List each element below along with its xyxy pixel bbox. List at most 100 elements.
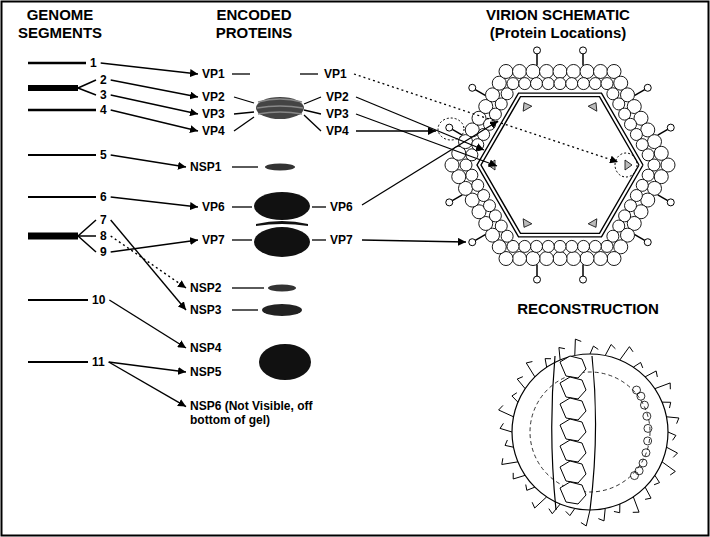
- segment-arrow: [111, 155, 186, 167]
- vp7-bead: [553, 64, 567, 78]
- surface-spike: [655, 383, 670, 389]
- surface-bump: [644, 424, 652, 432]
- surface-spike: [532, 497, 547, 508]
- surface-spike: [605, 345, 615, 356]
- node-text: 2: [100, 73, 107, 87]
- node-text: VP3: [202, 107, 225, 121]
- cutaway-cell: [560, 419, 586, 441]
- vp6-bead: [531, 78, 543, 90]
- segment-number: 1: [88, 55, 99, 71]
- node-text: 9: [100, 245, 107, 259]
- gel-bands: [254, 97, 311, 380]
- protein-name: VP4: [200, 123, 227, 139]
- vp6-bead: [601, 240, 613, 252]
- node-text: 10: [92, 293, 105, 307]
- protein-name: NSP3: [188, 302, 223, 318]
- node-text: NSP4: [190, 341, 221, 355]
- node-text: VP4: [202, 124, 225, 138]
- vp4-spike: [534, 47, 541, 66]
- vp7-bead: [654, 146, 668, 160]
- protein-name: VP6: [200, 199, 227, 215]
- surface-bump: [640, 401, 648, 409]
- vp6-bead: [589, 240, 601, 252]
- vp7-bead: [526, 64, 540, 78]
- surface-spike: [645, 487, 651, 499]
- panel-title: RECONSTRUCTION: [488, 300, 688, 318]
- protein-name: VP3: [200, 106, 227, 122]
- gel-band-label: VP3: [324, 106, 351, 122]
- cutaway-cell: [560, 398, 586, 420]
- surface-spike: [581, 510, 590, 526]
- gel-band-label: VP6: [328, 199, 355, 215]
- node-text: 7: [100, 213, 107, 227]
- vp4-spike: [658, 195, 674, 206]
- vp4-spike: [635, 84, 651, 95]
- vp7-bead: [540, 252, 554, 266]
- segment-arrow: [111, 110, 198, 131]
- vp6-bead: [507, 78, 519, 90]
- node-text: 11: [92, 355, 105, 369]
- vp7-bead: [526, 252, 540, 266]
- cutaway-edge: [552, 356, 596, 510]
- vp6-bead: [554, 240, 566, 252]
- protein-name: VP2: [200, 89, 227, 105]
- protein-name: NSP5: [188, 364, 223, 380]
- vp4-spike: [446, 195, 462, 206]
- node-text: VP2: [326, 90, 349, 104]
- surface-spike: [566, 509, 575, 516]
- surface-spike: [668, 432, 676, 440]
- node-text: 1: [90, 56, 97, 70]
- surface-spike: [620, 347, 633, 360]
- surface-spike: [662, 462, 675, 475]
- vp1-vp3-complex: [588, 103, 597, 112]
- surface-spike: [549, 504, 560, 514]
- segment-arrow: [101, 63, 198, 74]
- segment-number: 9: [98, 244, 109, 260]
- vp7-bead: [567, 252, 581, 266]
- vp2-core-shell: [481, 97, 639, 234]
- vp7-bead: [553, 252, 567, 266]
- surface-bump: [644, 437, 652, 445]
- surface-bump: [643, 412, 651, 420]
- segment-number: 2: [98, 72, 109, 88]
- surface-bump: [639, 459, 647, 467]
- virion-schematic: [438, 47, 675, 283]
- surface-spike: [512, 393, 518, 402]
- surface-bump: [630, 472, 638, 480]
- surface-spike: [517, 377, 525, 389]
- node-text: VP3: [326, 107, 349, 121]
- vp7-bead: [580, 252, 594, 266]
- surface-spike: [502, 458, 518, 464]
- surface-bump: [637, 392, 645, 400]
- vp1-vp3-complex: [523, 219, 532, 228]
- segment-arrow: [111, 197, 198, 207]
- vp7-bead: [513, 252, 527, 266]
- gel-band-label: VP2: [324, 89, 351, 105]
- cutaway-cell: [560, 440, 586, 462]
- surface-spike: [526, 362, 535, 377]
- vp4-spike: [635, 235, 651, 246]
- protein-name: NSP1: [188, 159, 223, 175]
- vp7-bead: [540, 64, 554, 78]
- node-text: NSP5: [190, 365, 221, 379]
- surface-bump: [635, 467, 643, 475]
- protein-name: NSP2: [188, 280, 223, 296]
- surface-spike: [667, 447, 678, 457]
- segment-number: 8: [98, 228, 109, 244]
- segment-number: 3: [98, 87, 109, 103]
- segment-arrow: [111, 80, 198, 97]
- gel-band-label: VP1: [322, 66, 349, 82]
- segment-number: 10: [90, 292, 107, 308]
- node-text: 8: [100, 229, 107, 243]
- segment-arrow: [109, 362, 186, 372]
- node-text: 3: [100, 88, 107, 102]
- vp4-spike: [469, 84, 485, 95]
- vp7-bead: [567, 64, 581, 78]
- vp6-bead: [578, 240, 590, 252]
- node-text: VP6: [202, 200, 225, 214]
- vp6-bead: [542, 78, 554, 90]
- segment-number: 5: [98, 147, 109, 163]
- surface-spike: [598, 509, 605, 521]
